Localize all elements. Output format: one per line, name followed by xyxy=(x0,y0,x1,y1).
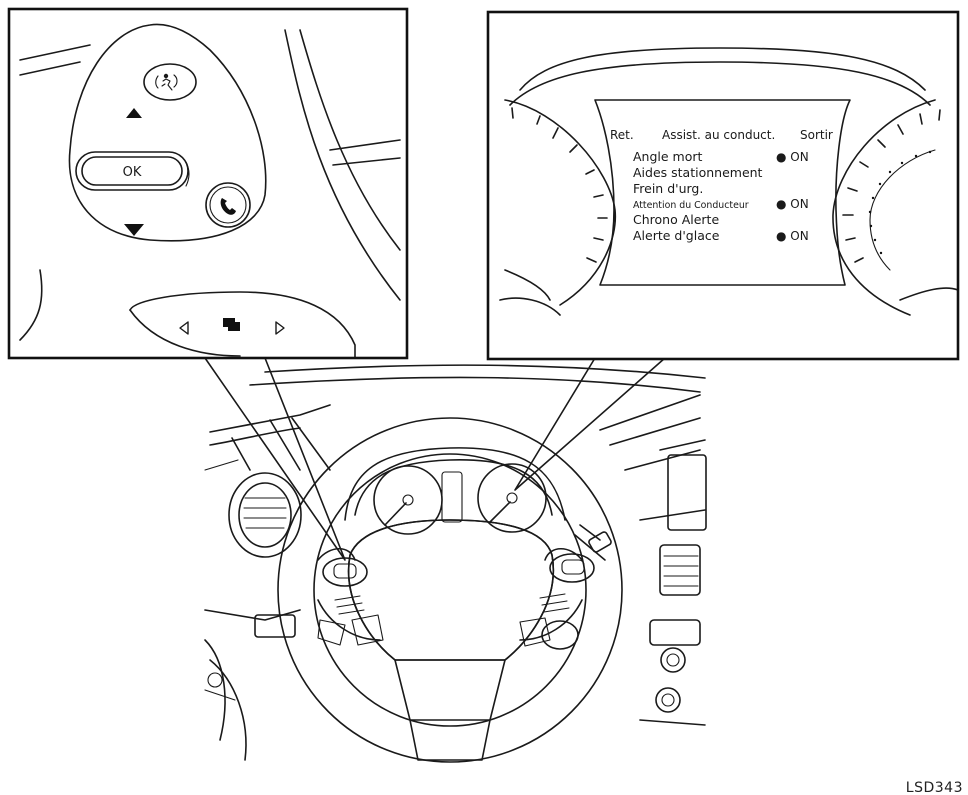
ok-button[interactable]: OK xyxy=(75,151,190,191)
menu-item-label[interactable]: Chrono Alerte xyxy=(633,212,719,227)
menu-item-status: ● ON xyxy=(776,229,809,243)
right-console-knobs xyxy=(639,619,706,726)
menu-item-label[interactable]: Alerte d'glace xyxy=(633,228,720,243)
small-gauge-right xyxy=(477,463,547,533)
right-gauge-ticks xyxy=(842,109,941,263)
wheel-left-switches xyxy=(317,557,384,646)
ok-label: OK xyxy=(123,165,142,180)
phone-icon xyxy=(220,198,236,215)
menu-item-status: ● ON xyxy=(776,150,809,164)
arrow-left-icon[interactable] xyxy=(179,321,189,335)
menu-back[interactable]: Ret. xyxy=(610,128,634,142)
left-console xyxy=(204,609,301,761)
right-air-vent xyxy=(659,454,707,596)
phone-button[interactable] xyxy=(205,182,251,228)
display-mode-icon[interactable] xyxy=(223,318,240,331)
figure-code: LSD343 xyxy=(906,780,963,795)
menu-item-label[interactable]: Frein d'urg. xyxy=(633,181,703,196)
left-gauge-ticks xyxy=(511,107,608,263)
dashboard-illustration xyxy=(204,357,707,763)
callout-line-display xyxy=(514,357,666,491)
wheel-right-switches xyxy=(519,553,595,650)
voice-icon xyxy=(155,73,178,91)
menu-title: Assist. au conduct. xyxy=(662,128,775,142)
voice-button[interactable] xyxy=(143,63,197,101)
small-gauge-left xyxy=(373,465,443,535)
steering-wheel xyxy=(277,417,623,763)
switch-panel-callout: OK xyxy=(7,7,409,360)
display-menu: Ret. Assist. au conduct. Sortir Angle mo… xyxy=(610,128,833,243)
switch-pad xyxy=(68,23,267,242)
display-callout: Ret. Assist. au conduct. Sortir Angle mo… xyxy=(486,10,960,361)
menu-item-label[interactable]: Aides stationnement xyxy=(633,165,763,180)
arrow-down-icon[interactable] xyxy=(124,224,144,236)
arrow-up-icon[interactable] xyxy=(126,108,142,118)
menu-exit[interactable]: Sortir xyxy=(800,128,833,142)
menu-item-label[interactable]: Angle mort xyxy=(633,149,703,164)
lower-switch-pad xyxy=(129,291,356,359)
arrow-right-icon[interactable] xyxy=(275,321,285,335)
callout-line-switch xyxy=(204,357,346,561)
menu-item-label[interactable]: Attention du Conducteur xyxy=(633,200,749,211)
menu-item-status: ● ON xyxy=(776,197,809,211)
display-screen xyxy=(594,99,851,286)
left-air-vent xyxy=(228,472,302,558)
